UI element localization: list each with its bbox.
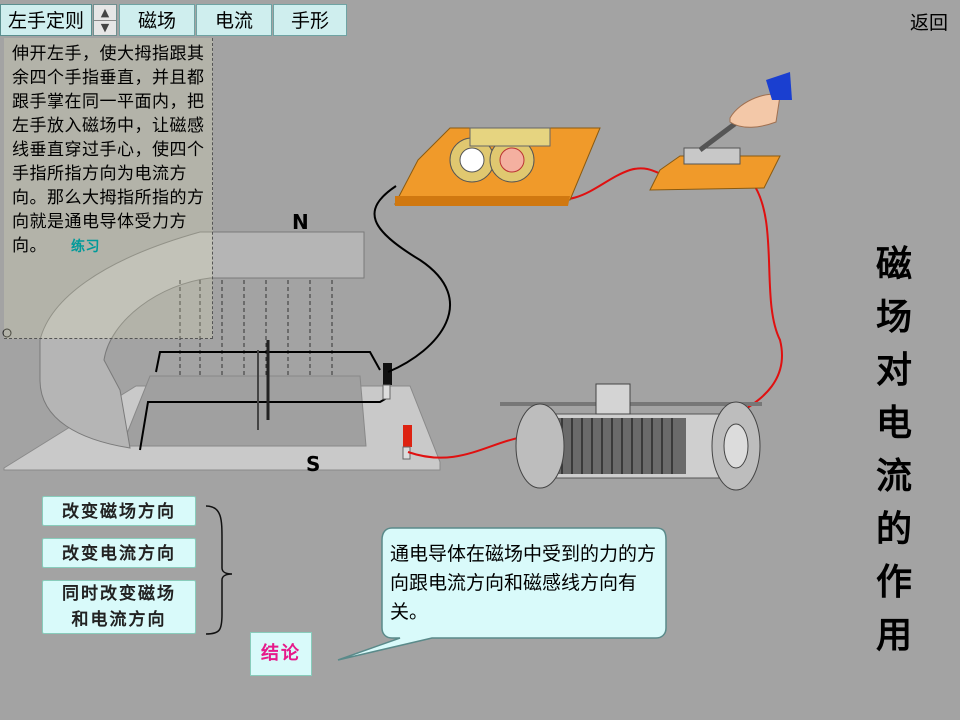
- handle-circle-icon: [2, 328, 12, 338]
- tab-hand-shape[interactable]: 手形: [273, 4, 347, 36]
- change-both-line2: 和电流方向: [71, 610, 167, 630]
- title-char: 用: [875, 615, 912, 656]
- change-both-button[interactable]: 同时改变磁场 和电流方向: [42, 580, 196, 634]
- instruction-body: 伸开左手，使大拇指跟其余四个手指垂直，并且都跟手掌在同一平面内，把左手放入磁场中…: [12, 44, 205, 256]
- tab-current[interactable]: 电流: [196, 4, 272, 36]
- u-shaped-magnet: [39, 231, 365, 449]
- magnet-pole-south: [121, 375, 367, 447]
- up-arrow-icon[interactable]: ▲: [94, 5, 116, 21]
- conclusion-text: 通电导体在磁场中受到的力的方向跟电流方向和磁感线方向有关。: [390, 543, 657, 623]
- north-pole-label: N: [292, 210, 309, 234]
- rheostat: [500, 383, 762, 491]
- title-char: 电: [875, 403, 912, 444]
- title-char: 流: [875, 456, 912, 497]
- toolbar: 左手定则 ▲ ▼ 磁场 电流 手形: [0, 4, 348, 38]
- title-char: 磁: [875, 244, 912, 285]
- title-char: 场: [875, 297, 912, 338]
- vertical-title: 磁 场 对 电 流 的 作 用: [872, 238, 916, 662]
- title-char: 的: [875, 509, 912, 550]
- instruction-text: 伸开左手，使大拇指跟其余四个手指垂直，并且都跟手掌在同一平面内，把左手放入磁场中…: [4, 38, 212, 259]
- conclusion-button[interactable]: 结论: [250, 632, 312, 676]
- instruction-panel: 伸开左手，使大拇指跟其余四个手指垂直，并且都跟手掌在同一平面内，把左手放入磁场中…: [4, 38, 213, 339]
- down-arrow-icon[interactable]: ▼: [100, 21, 110, 35]
- tab-left-hand-rule[interactable]: 左手定则: [0, 4, 92, 36]
- terminal-black: [383, 363, 392, 385]
- change-current-button[interactable]: 改变电流方向: [42, 538, 196, 568]
- spinner[interactable]: ▲ ▼: [93, 4, 117, 36]
- south-pole-label: S: [306, 452, 321, 476]
- hand-icon: [729, 93, 781, 128]
- conclusion-callout: [337, 527, 667, 661]
- practice-link[interactable]: 练习: [71, 239, 100, 255]
- change-field-button[interactable]: 改变磁场方向: [42, 496, 196, 526]
- field-lines: [179, 280, 333, 376]
- terminal-red: [403, 425, 412, 447]
- title-char: 对: [875, 350, 912, 391]
- switch-board: [649, 155, 781, 191]
- back-link[interactable]: 返回: [909, 12, 948, 34]
- change-both-line1: 同时改变磁场: [62, 584, 176, 604]
- sleeve-cuff: [766, 72, 792, 100]
- title-char: 作: [875, 562, 912, 603]
- tab-magnetic-field[interactable]: 磁场: [119, 4, 195, 36]
- brace: [205, 505, 233, 635]
